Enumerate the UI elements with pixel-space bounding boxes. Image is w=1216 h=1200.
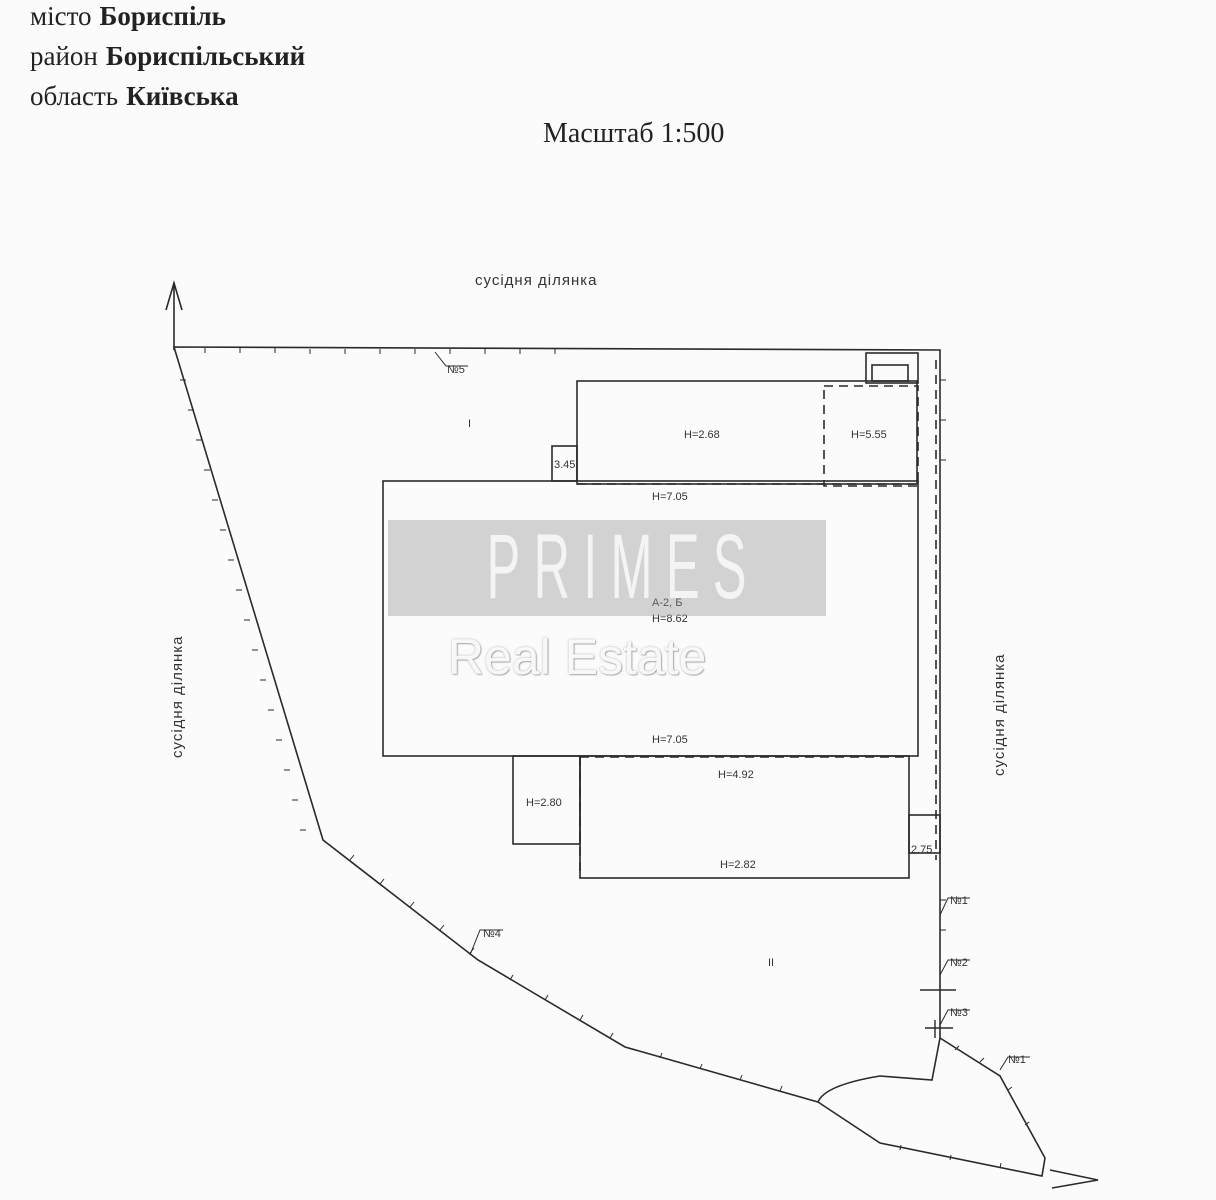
city-label: місто (30, 1, 92, 31)
corner-structure (865, 352, 919, 384)
east-arrow-head (1049, 1169, 1099, 1189)
height-492: Н=4.92 (718, 769, 754, 781)
parcel-2-label: II (768, 957, 774, 969)
height-862: Н=8.62 (652, 613, 688, 625)
leader-n1-bottom (999, 1056, 1030, 1071)
corner-inner (871, 364, 909, 382)
height-280: Н=2.80 (526, 797, 562, 809)
height-555: Н=5.55 (851, 429, 887, 441)
height-275: 2.75 (911, 844, 932, 856)
scale-label: Масштаб 1:500 (543, 118, 725, 149)
height-705-top: Н=7.05 (652, 491, 688, 503)
fence-n1-bottom: №1 (1008, 1054, 1026, 1066)
building-code: А-2, Б (652, 597, 682, 609)
neighbor-right-label: сусідня ділянка (991, 654, 1008, 776)
watermark-brand: PRIMES (486, 516, 760, 618)
district-label: район (30, 41, 98, 71)
leader-n4 (469, 929, 503, 956)
watermark-subtitle: Real Estate (448, 629, 707, 685)
district-value: Бориспільський (105, 41, 306, 71)
city-value: Бориспіль (99, 1, 226, 31)
fence-n1-top: №1 (950, 895, 968, 907)
height-345: 3.45 (554, 459, 575, 471)
parcel-boundary (172, 346, 941, 1103)
fence-n2: №2 (950, 957, 968, 969)
boundary-ticks (180, 348, 1030, 1169)
dashed-block-555 (823, 385, 919, 487)
fence-n4: №4 (483, 928, 501, 940)
annex-345 (551, 445, 578, 482)
leader-n1-top (939, 897, 970, 916)
neighbor-top-label: сусідня ділянка (475, 272, 597, 289)
fence-n3: №3 (950, 1007, 968, 1019)
height-705-bottom: Н=7.05 (652, 734, 688, 746)
annex-275 (908, 814, 941, 854)
neighbor-left-label: сусідня ділянка (169, 636, 186, 758)
parcel-boundary-south (817, 1037, 1046, 1177)
leader-n3 (939, 1009, 970, 1026)
fence-n5: №5 (447, 364, 465, 376)
gate-marks (920, 989, 956, 1038)
north-arrow-head (165, 280, 183, 311)
region-label: область (30, 81, 119, 111)
watermark-box (388, 520, 826, 616)
height-268: Н=2.68 (684, 429, 720, 441)
region-value: Київська (126, 81, 239, 111)
parcel-1-label: I (468, 418, 471, 430)
leader-n2 (939, 959, 970, 976)
leader-n5 (434, 351, 468, 367)
height-282: Н=2.82 (720, 859, 756, 871)
